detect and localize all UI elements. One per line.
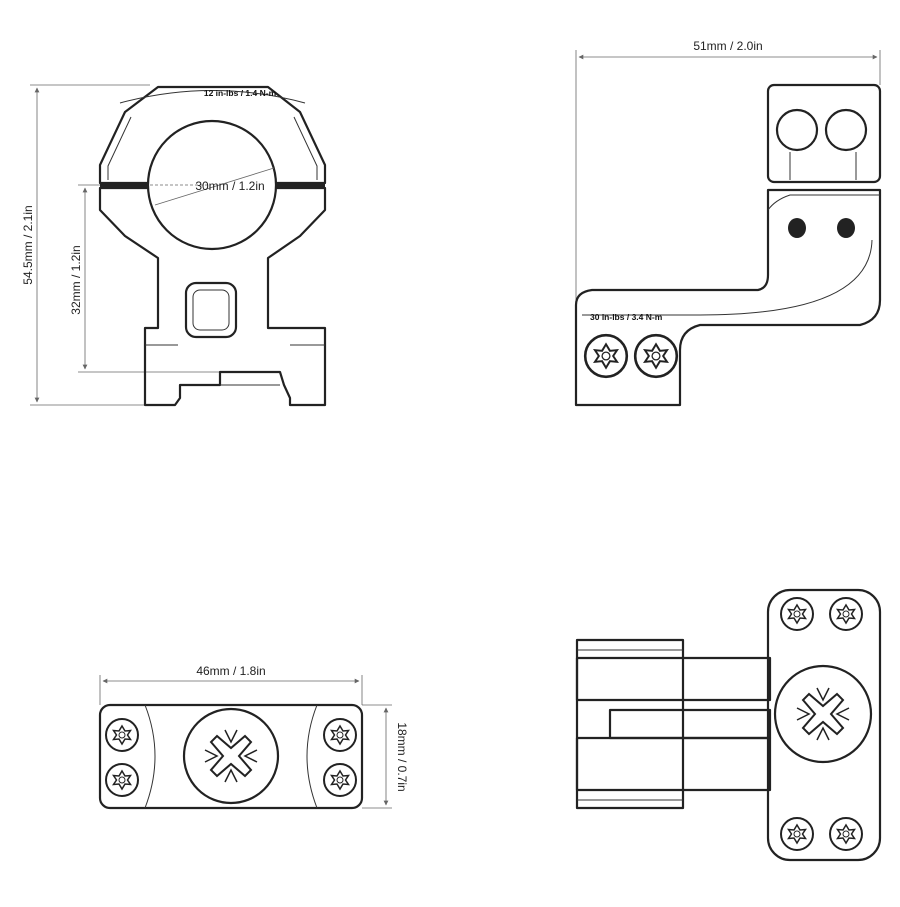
rail-clamp	[575, 638, 685, 810]
ring-length-label: 46mm / 1.8in	[196, 664, 265, 678]
cap-width-label: 18mm / 0.7in	[395, 722, 409, 791]
ring-base	[98, 186, 327, 407]
cap-screw-icon	[105, 718, 139, 752]
cap-screw-icon	[780, 817, 814, 851]
front-view: 54.5mm / 2.1in 32mm / 1.2in 30mm / 1.2in…	[21, 84, 327, 407]
cap-screw-icon	[323, 718, 357, 752]
height-total-label: 54.5mm / 2.1in	[21, 205, 35, 284]
base-screw-icon	[583, 333, 629, 379]
base-screw-icon	[633, 333, 679, 379]
top-cap	[98, 703, 364, 810]
cap-torque-label: 12 in-lbs / 1.4 N-m	[204, 88, 277, 98]
cap-screw-icon	[829, 817, 863, 851]
side-view: 51mm / 2.0in 30 in-lbs / 3.4 N-m	[574, 39, 882, 407]
side-arm	[574, 188, 882, 407]
logo-emblem-icon	[204, 729, 258, 783]
recoil-recess	[184, 281, 238, 339]
cap-screw-icon	[323, 763, 357, 797]
top-mount-cap	[766, 588, 882, 862]
offset-length-label: 51mm / 2.0in	[693, 39, 762, 53]
cap-screw-icon	[105, 763, 139, 797]
center-height-label: 32mm / 1.2in	[69, 245, 83, 314]
ring-diameter-label: 30mm / 1.2in	[195, 179, 264, 193]
side-cap	[766, 83, 882, 184]
logo-emblem-icon	[796, 687, 850, 741]
cap-screw-icon	[780, 597, 814, 631]
top-side-view	[575, 588, 882, 862]
base-torque-label: 30 in-lbs / 3.4 N-m	[590, 312, 663, 322]
ring-cap	[98, 85, 327, 185]
top-view: 46mm / 1.8in 18mm / 0.7in	[98, 664, 409, 810]
cap-screw-icon	[829, 597, 863, 631]
